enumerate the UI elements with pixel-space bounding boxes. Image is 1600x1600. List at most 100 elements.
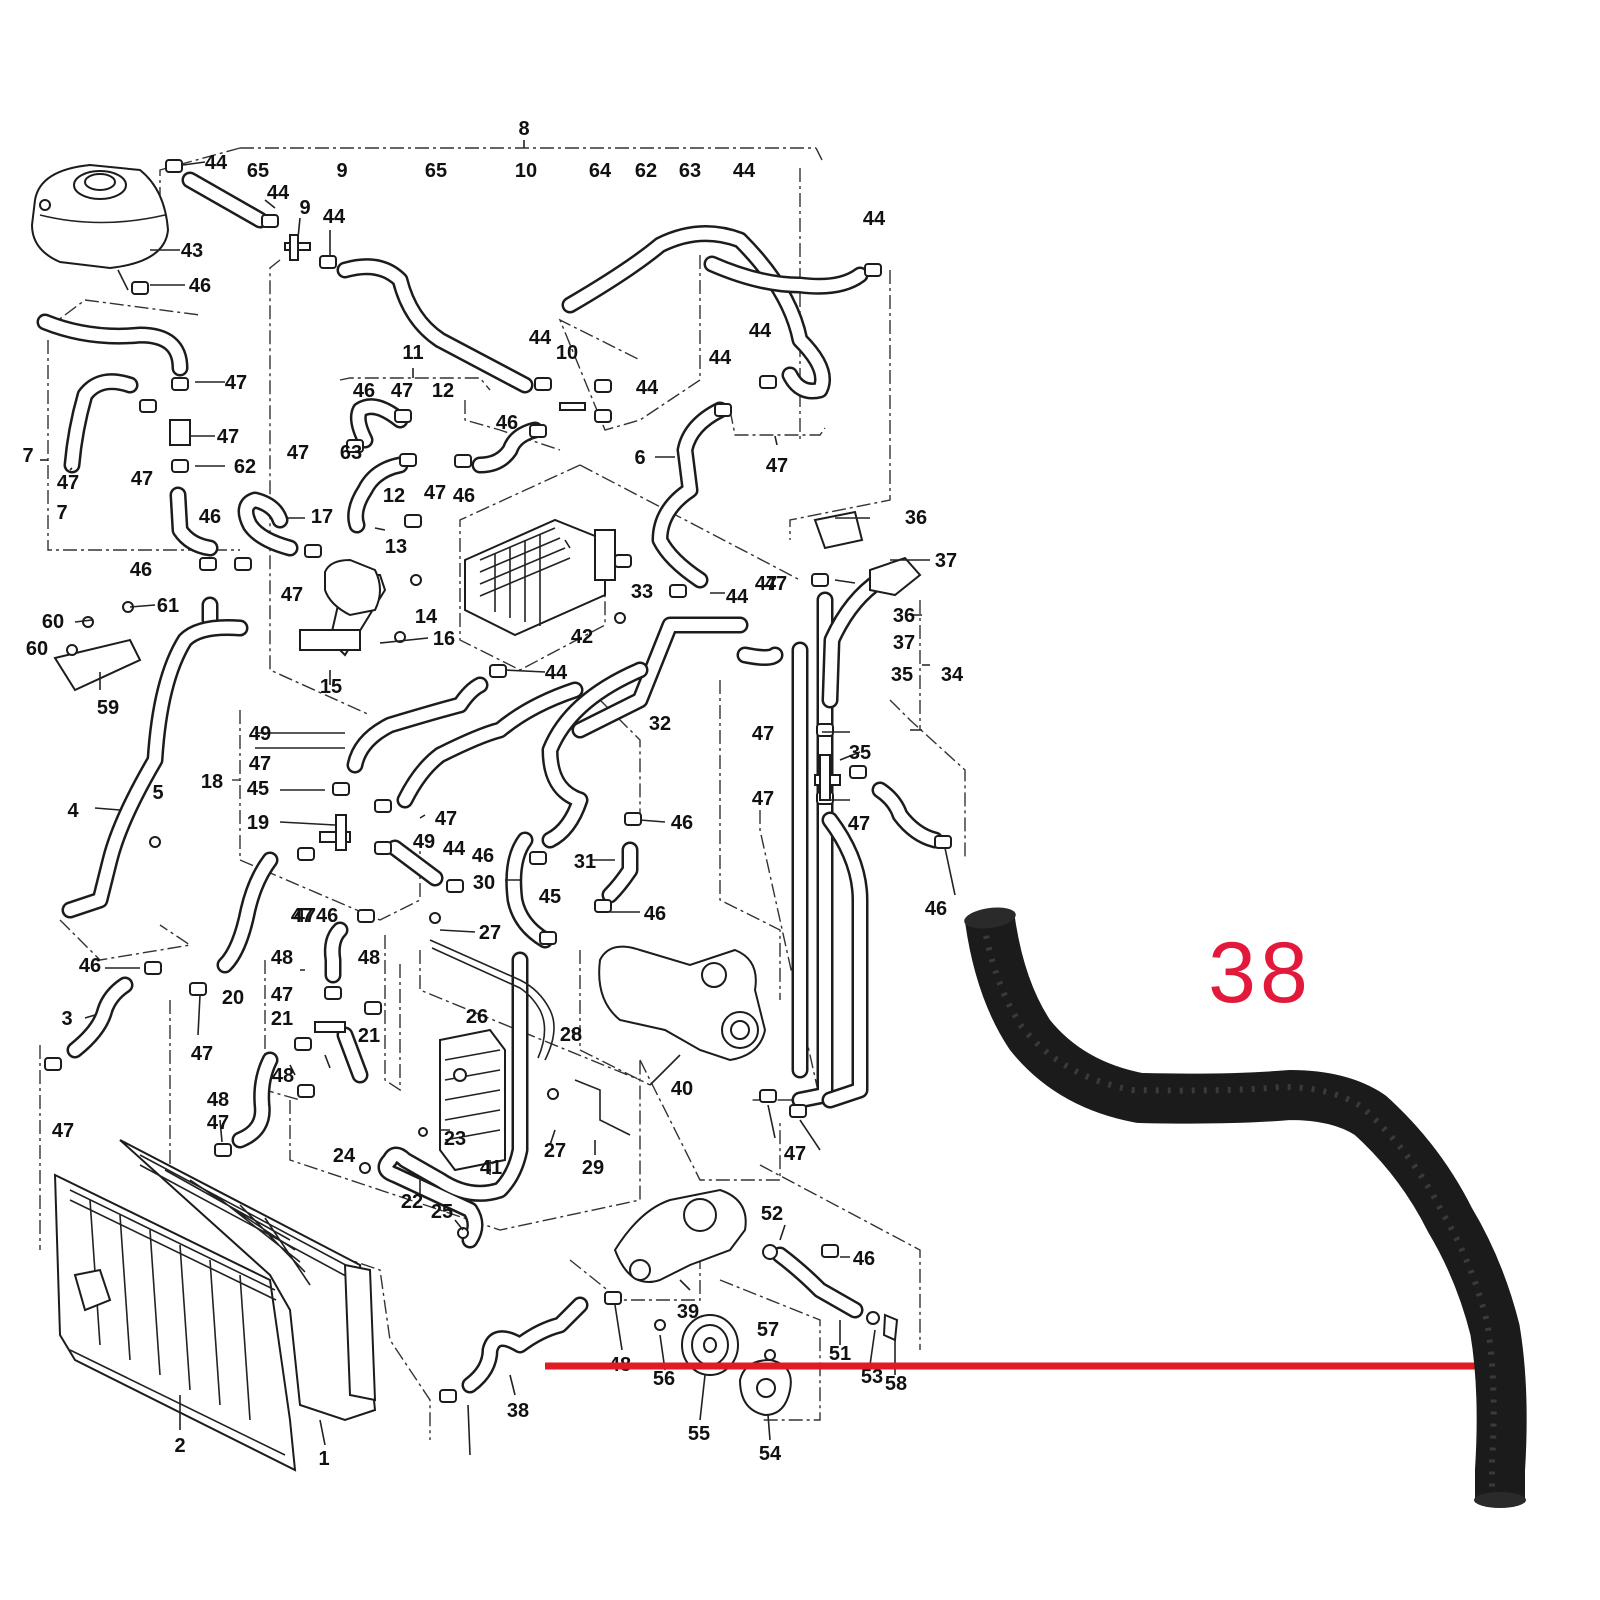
part-label: 21: [271, 1008, 293, 1030]
part-label: 7: [22, 445, 33, 467]
part-label: 47: [217, 426, 239, 448]
part-label: 2: [174, 1435, 185, 1457]
part-label: 44: [636, 377, 659, 399]
part-label: 55: [688, 1423, 710, 1445]
part-label: 49: [249, 723, 271, 745]
part-label: 18: [201, 771, 223, 793]
part-label: 8: [518, 118, 529, 140]
part-label: 46: [644, 903, 666, 925]
part-label: 25: [431, 1201, 453, 1223]
part-label: 42: [571, 626, 593, 648]
part-label: 45: [247, 778, 269, 800]
part-label: 54: [759, 1443, 782, 1465]
part-label: 44: [529, 327, 552, 349]
highlight-part-number: 38: [1208, 925, 1312, 1021]
part-label: 13: [385, 536, 407, 558]
part-label: 35: [849, 742, 871, 764]
part-label: 47: [271, 984, 293, 1006]
part-label: 44: [443, 838, 466, 860]
part-label: 16: [433, 628, 455, 650]
radiator-2: [53, 1173, 297, 1472]
part-label: 44: [267, 182, 290, 204]
part-label: 33: [631, 581, 653, 603]
part-label: 39: [677, 1301, 699, 1323]
part-label: 63: [679, 160, 701, 182]
fittings-and-bolts: [53, 234, 922, 1361]
water-pump-39: [613, 1188, 747, 1283]
part-label: 31: [574, 851, 596, 873]
part-label: 47: [249, 753, 271, 775]
part-label: 23: [444, 1128, 466, 1150]
part-label: 47: [52, 1120, 74, 1142]
part-label: 27: [544, 1140, 566, 1162]
part-label: 40: [671, 1078, 693, 1100]
part-label: 9: [336, 160, 347, 182]
part-label: 52: [761, 1203, 783, 1225]
part-label: 10: [556, 342, 578, 364]
pulley-55: [681, 1314, 739, 1376]
part-label: 32: [649, 713, 671, 735]
part-label: 47: [131, 468, 153, 490]
part-label: 44: [863, 208, 886, 230]
part-label: 22: [401, 1191, 423, 1213]
part-label: 4: [67, 800, 79, 822]
part-label: 49: [413, 831, 435, 853]
part-label: 44: [733, 160, 756, 182]
part-label: 12: [383, 485, 405, 507]
part-label: 7: [56, 502, 67, 524]
group-brackets: [39, 140, 966, 1440]
part-label: 38: [507, 1400, 529, 1422]
part-label: 47: [291, 905, 313, 927]
part-label: 48: [271, 947, 293, 969]
part-label: 47: [752, 723, 774, 745]
part-label: 47: [191, 1043, 213, 1065]
part-label: 47: [281, 584, 303, 606]
part-label: 56: [653, 1368, 675, 1390]
part-label: 34: [941, 664, 964, 686]
leader-lines: [69, 161, 956, 1456]
part-label: 47: [752, 788, 774, 810]
part-label: 58: [885, 1373, 907, 1395]
part-label: 44: [545, 662, 568, 684]
part-label: 60: [42, 611, 64, 633]
part-label: 44: [709, 347, 732, 369]
part-label: 27: [479, 922, 501, 944]
part-label: 44: [749, 320, 772, 342]
part-label: 36: [905, 507, 927, 529]
part-label: 46: [189, 275, 211, 297]
diagram-hoses: [36, 171, 944, 1394]
part-label: 15: [320, 676, 342, 698]
part-label: 47: [287, 442, 309, 464]
part-label: 48: [207, 1089, 229, 1111]
part-label: 21: [358, 1025, 380, 1047]
part-label: 24: [333, 1145, 356, 1167]
part-label: 46: [79, 955, 101, 977]
part-label: 46: [472, 845, 494, 867]
part-label: 3: [61, 1008, 72, 1030]
part-label: 62: [635, 160, 657, 182]
part-label: 48: [272, 1065, 294, 1087]
part-label: 46: [199, 506, 221, 528]
part-label: 44: [726, 586, 749, 608]
highlighted-hose-photo: [964, 907, 1527, 1508]
part-label: 12: [432, 380, 454, 402]
part-label: 47: [755, 573, 777, 595]
part-label: 6: [634, 447, 645, 469]
part-label: 1: [318, 1448, 329, 1470]
part-label: 47: [766, 455, 788, 477]
part-label: 47: [424, 482, 446, 504]
part-label: 10: [515, 160, 537, 182]
part-label: 53: [861, 1366, 883, 1388]
part-label: 11: [402, 342, 423, 364]
part-label: 20: [222, 987, 244, 1009]
part-label: 9: [299, 197, 310, 219]
pump-housing-40: [598, 945, 767, 1062]
part-label: 46: [496, 412, 518, 434]
part-label: 28: [560, 1024, 582, 1046]
part-label: 61: [157, 595, 179, 617]
part-label: 46: [671, 812, 693, 834]
metal-pipe: [429, 939, 631, 1136]
part-label: 47: [207, 1112, 229, 1134]
